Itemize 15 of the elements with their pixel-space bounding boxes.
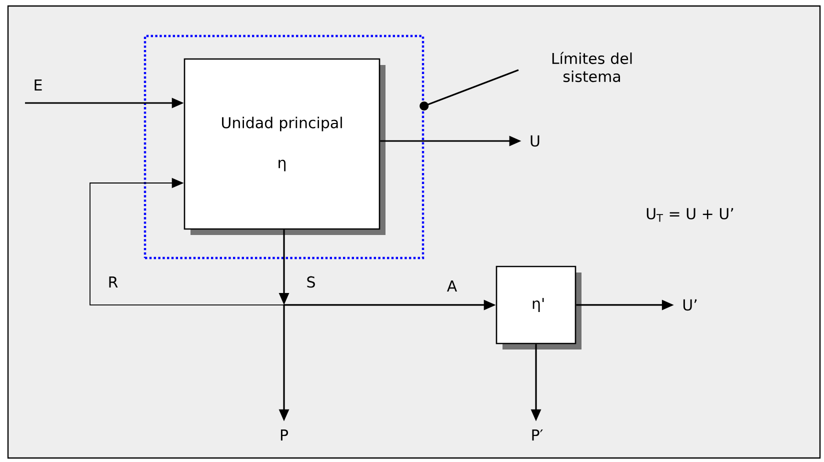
- process-box: η': [496, 266, 576, 344]
- formula-text: U$_{T}$ = U + U’: [646, 208, 734, 222]
- edge-label: A: [446, 280, 457, 292]
- flow-label: U: [530, 135, 540, 147]
- edge-label: S: [307, 276, 315, 288]
- process-box: Unidad principal η: [184, 58, 380, 230]
- flow-label: P: [280, 430, 288, 440]
- edge-label: R: [109, 276, 118, 288]
- leader-line: [420, 69, 519, 110]
- leader-text: Límites del sistema: [552, 52, 632, 82]
- edge-label: E: [34, 80, 42, 90]
- arrow: [90, 178, 284, 306]
- flow-label: P′: [532, 430, 543, 440]
- system-boundary: [144, 34, 424, 260]
- flow-label: U’: [683, 299, 697, 311]
